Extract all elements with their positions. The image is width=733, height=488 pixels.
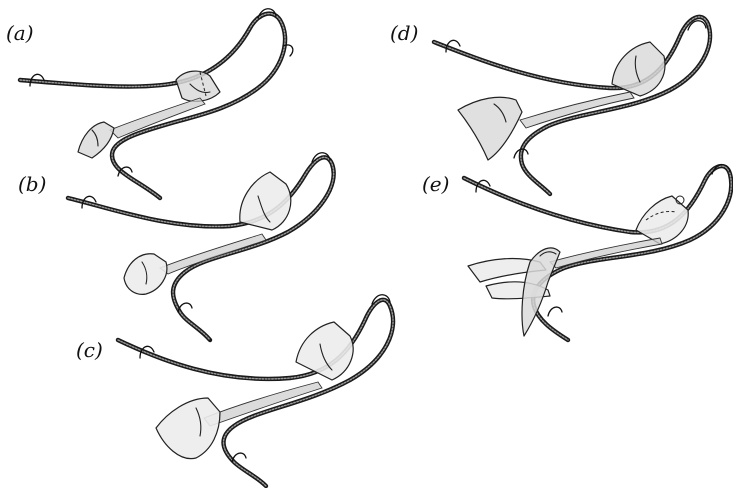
panel-a-label: (a) [6, 21, 34, 45]
vortex-sheet-d [458, 42, 665, 160]
panel-c: (c) [76, 295, 393, 486]
rotation-arrows-b [82, 153, 330, 312]
panel-c-label: (c) [76, 338, 103, 362]
panel-a: (a) [6, 9, 293, 198]
vortex-filament-a [20, 14, 285, 198]
panel-e-label: (e) [422, 172, 449, 196]
vortex-filament-b [68, 157, 334, 340]
panel-e: (e) [422, 165, 731, 340]
vortex-filament-c [118, 300, 393, 486]
panel-b: (b) [18, 153, 334, 340]
panel-d: (d) [390, 17, 710, 194]
panel-d-label: (d) [390, 21, 418, 45]
panel-b-label: (b) [18, 172, 46, 196]
